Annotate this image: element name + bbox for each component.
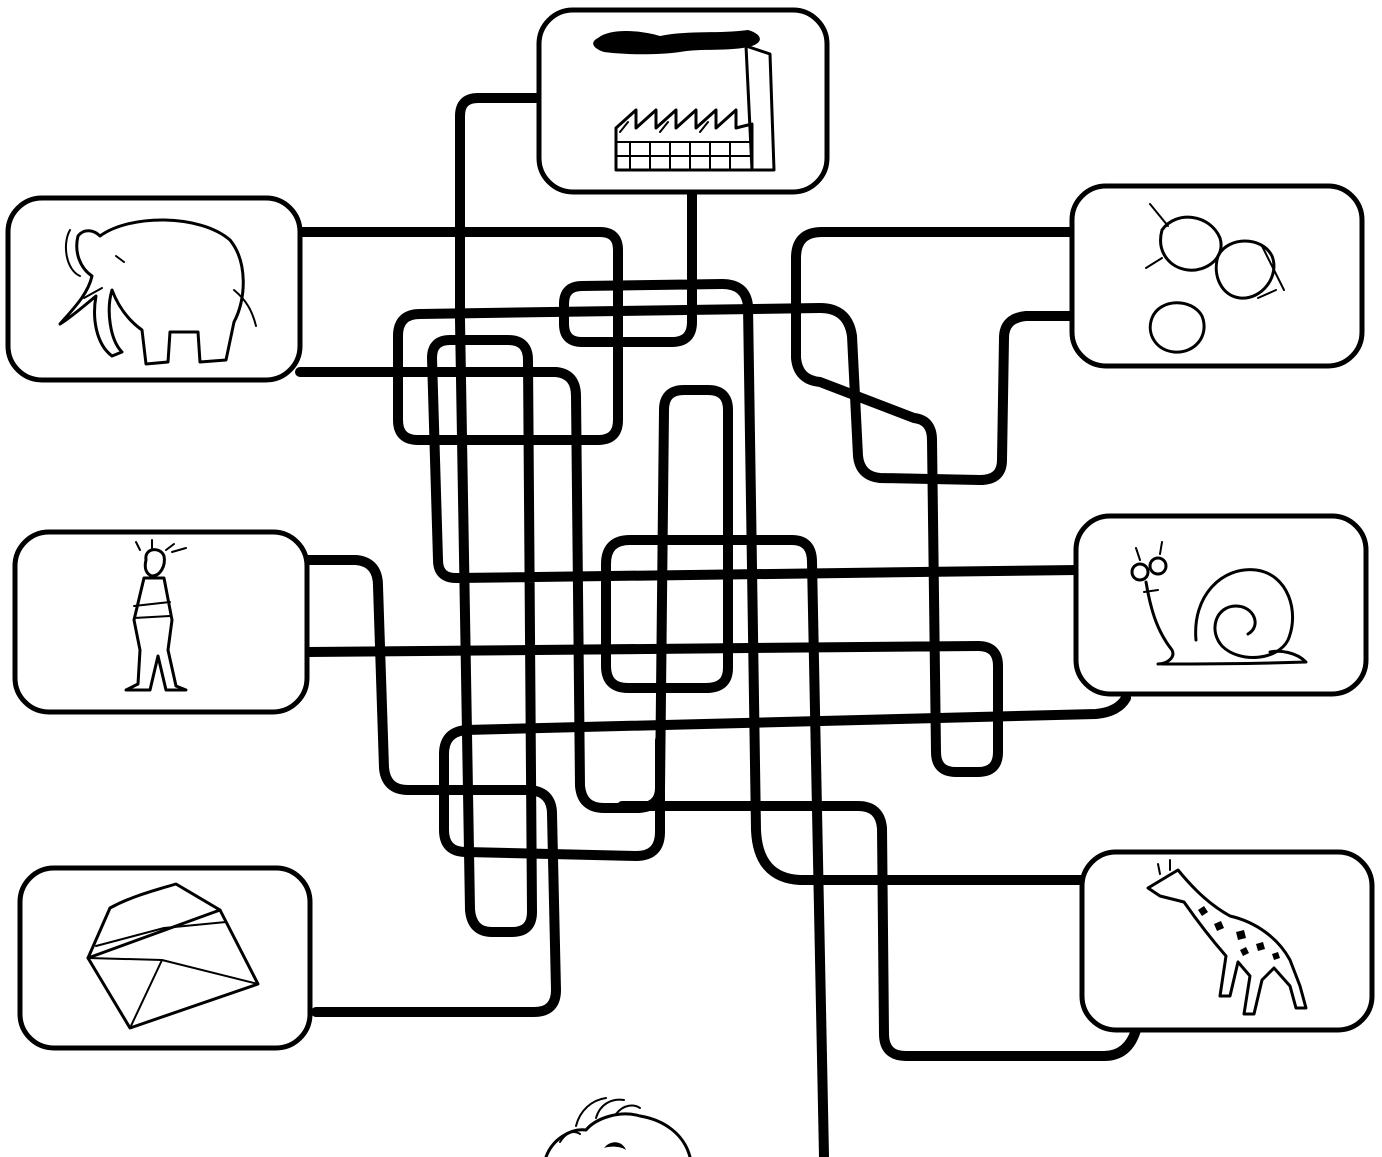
giraffe-box[interactable] <box>1082 852 1372 1030</box>
maze-line-3[interactable] <box>300 232 1072 480</box>
maze-lines <box>300 98 1136 1157</box>
nuts-box[interactable] <box>1072 186 1362 366</box>
factory-box[interactable] <box>539 10 827 192</box>
envelope-box[interactable] <box>20 868 310 1048</box>
elephant-box[interactable] <box>8 198 300 380</box>
snail-box[interactable] <box>1076 516 1366 694</box>
cartoon-face-icon <box>546 1098 690 1157</box>
maze-line-8[interactable] <box>622 806 1136 1056</box>
maze-line-4[interactable] <box>300 372 824 1157</box>
maze-line-5[interactable] <box>308 560 556 1012</box>
face-figure[interactable] <box>546 1098 690 1157</box>
boy-box[interactable] <box>15 532 307 712</box>
maze-line-7[interactable] <box>444 698 1126 856</box>
